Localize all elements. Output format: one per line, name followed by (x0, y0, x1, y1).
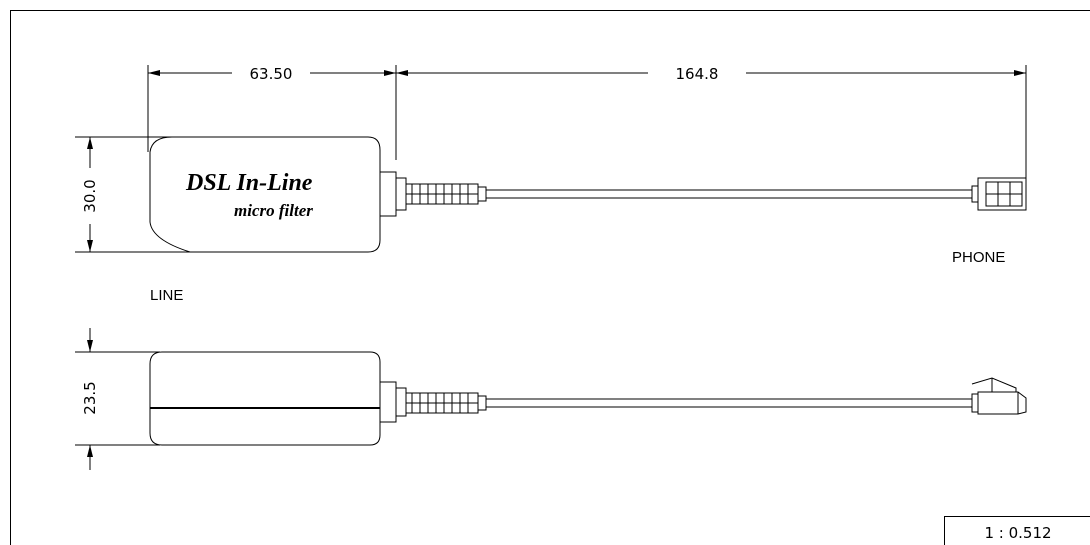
filter-body-side (149, 351, 381, 446)
scale-box: 1 : 0.512 (944, 516, 1090, 545)
line-label: LINE (150, 287, 183, 304)
dimension-body-height-label: 23.5 (81, 381, 99, 414)
filter-body-top (149, 136, 381, 253)
dimension-body-width-label: 30.0 (81, 179, 99, 212)
scale-label: 1 : 0.512 (984, 524, 1051, 542)
dimension-cable-length: 164.8 (396, 65, 1027, 182)
dimension-body-length: 63.50 (147, 65, 397, 160)
phone-label: PHONE (952, 249, 1005, 266)
dimension-body-width: 30.0 (75, 136, 190, 253)
phone-plug-top (971, 177, 1027, 211)
dimension-cable-length-label: 164.8 (676, 65, 719, 83)
brand-subtitle: micro filter (234, 201, 313, 220)
brand-title: DSL In-Line (185, 170, 313, 196)
top-view: 63.50 164.8 30.0 DSL In-Line micro filte… (75, 65, 1027, 304)
strain-relief-top (405, 183, 487, 205)
dimension-body-length-label: 63.50 (250, 65, 293, 83)
side-view: 23.5 (75, 328, 1027, 470)
drawing-border (10, 10, 1090, 545)
phone-plug-side (971, 377, 1027, 415)
dimension-body-height: 23.5 (75, 328, 160, 470)
strain-relief-side (405, 392, 487, 414)
